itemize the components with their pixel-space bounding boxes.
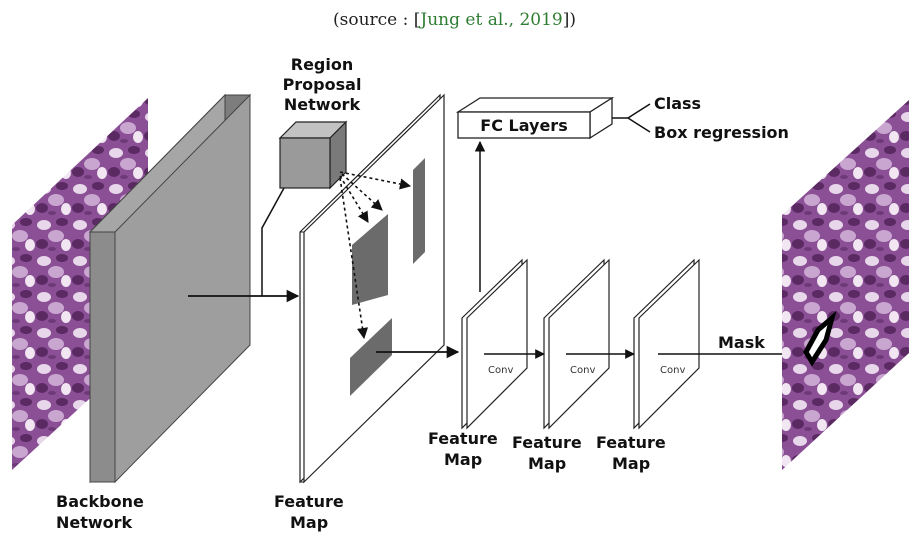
feature-map-2	[543, 258, 610, 430]
feature-map-2-label-line-1: Feature	[512, 433, 582, 452]
input-tissue-image	[12, 98, 148, 470]
caption-suffix: ])	[562, 10, 577, 30]
mask-label: Mask	[718, 333, 765, 352]
output-tissue-image	[782, 100, 909, 470]
fc-layers-label: FC Layers	[480, 116, 567, 135]
rpn-cube	[278, 120, 348, 190]
backbone-label-line-2: Network	[56, 513, 133, 532]
caption: (source : [Jung et al., 2019])	[0, 10, 909, 30]
conv-label-2: Conv	[570, 365, 595, 376]
backbone-network-slab	[88, 93, 252, 484]
feature-map-1	[461, 258, 528, 430]
feature-map-3-label-line-1: Feature	[596, 433, 666, 452]
conv-label-1: Conv	[488, 365, 513, 376]
segmentation-mask	[803, 310, 837, 367]
feature-map-2-label-line-2: Map	[528, 454, 566, 473]
caption-prefix: (source : [	[332, 10, 421, 30]
feature-map-1-label-line-2: Map	[444, 450, 482, 469]
feature-map-main-label-line-1: Feature	[274, 492, 344, 511]
feature-map-3-label-line-2: Map	[612, 454, 650, 473]
rpn-label-line-3: Network	[284, 95, 361, 114]
feature-map-1-label-line-1: Feature	[428, 429, 498, 448]
proposal-arrows	[339, 171, 412, 340]
feature-map-main-label-line-2: Map	[290, 513, 328, 532]
rpn-branch-line	[261, 187, 285, 296]
roi-region-1	[413, 158, 425, 264]
feature-map-3	[633, 258, 700, 430]
box-regression-label: Box regression	[654, 123, 789, 142]
rpn-label-line-1: Region	[291, 55, 354, 74]
fc-output-fork	[612, 103, 651, 133]
roi-region-3	[350, 318, 392, 396]
roi-region-2	[352, 214, 388, 305]
class-label: Class	[654, 94, 701, 113]
caption-citation-link[interactable]: Jung et al., 2019	[420, 10, 563, 30]
rpn-label-line-2: Proposal	[283, 75, 362, 94]
backbone-label-line-1: Backbone	[56, 492, 144, 511]
conv-label-3: Conv	[660, 365, 685, 376]
fc-layers-box	[455, 96, 615, 140]
